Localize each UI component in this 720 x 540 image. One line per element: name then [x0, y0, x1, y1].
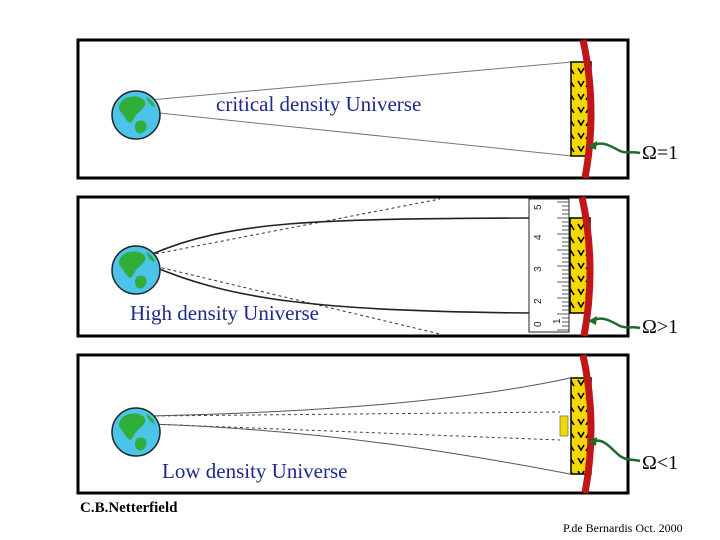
ruler-tick-label: 4 [533, 234, 544, 240]
last-scattering-surface [579, 39, 595, 179]
light-ray [149, 423, 571, 475]
last-scattering-surface [578, 196, 594, 337]
scale-ruler [528, 198, 570, 333]
reference-ray [149, 423, 561, 441]
arrow-head [588, 316, 597, 325]
light-ray [149, 61, 573, 101]
ruler-tick-label: 5 [533, 204, 544, 210]
small-ruler [559, 415, 569, 437]
arrow-head [588, 437, 597, 446]
panel-label: High density Universe [130, 301, 319, 325]
omega-value: Ω>1 [642, 316, 678, 338]
ruler-tick-label: 1 [552, 318, 563, 324]
panel-label: critical density Universe [216, 92, 421, 116]
ruler-tick-label: 3 [533, 266, 544, 272]
scale-ruler-ticks [557, 201, 569, 331]
panel-low: Low density Universe Ω<1 [76, 353, 678, 495]
ruler-tick-label: 2 [533, 298, 544, 304]
panel-frame [76, 38, 630, 180]
reference-ray [149, 264, 441, 335]
last-scattering-surface [579, 354, 595, 494]
arrow-head [588, 141, 597, 150]
reference-ray [149, 198, 441, 256]
panel-frame [76, 353, 630, 495]
light-ray [149, 377, 571, 417]
credit-author: C.B.Netterfield [80, 500, 178, 516]
omega-arrow [591, 142, 641, 155]
light-ray [149, 217, 531, 256]
ruler-tick-label: 0 [533, 321, 544, 327]
credit-source: P.de Bernardis Oct. 2000 [563, 521, 683, 535]
earth-globe-icon [111, 407, 161, 457]
omega-value: Ω<1 [642, 452, 678, 474]
earth-globe-icon [111, 245, 161, 295]
panel-label: Low density Universe [162, 459, 347, 483]
omega-arrow [591, 439, 641, 463]
omega-value: Ω=1 [642, 142, 678, 164]
panel-high: 0 1 2 3 4 5 High density Universe Ω>1 [76, 195, 678, 338]
light-ray [149, 264, 531, 314]
earth-globe-icon [111, 90, 161, 140]
panel-critical: critical density Universe Ω=1 [76, 38, 678, 180]
light-ray [149, 111, 573, 157]
omega-arrow [591, 317, 641, 330]
reference-ray [149, 411, 561, 417]
